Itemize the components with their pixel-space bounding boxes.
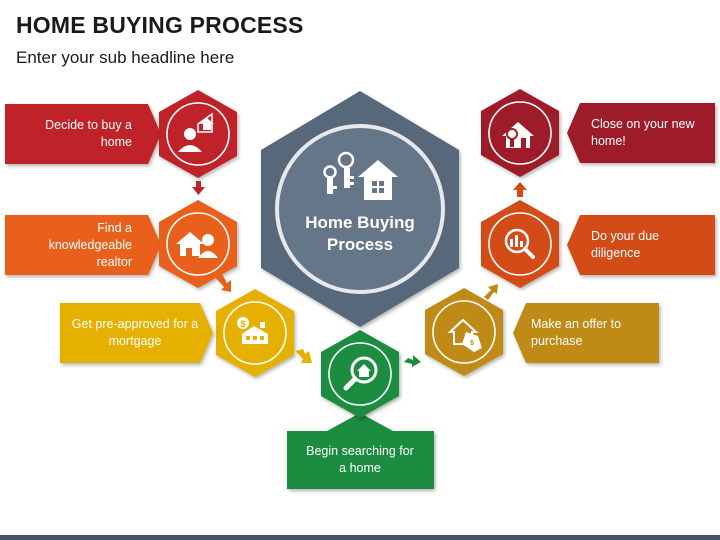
step-2-label: Find a knowledgeable realtor: [48, 220, 132, 269]
step-4-label: Begin searching for a home: [306, 444, 414, 475]
step-1-hexagon: [159, 90, 237, 178]
house-keys-icon: [323, 151, 398, 200]
step-7-box: [567, 103, 715, 163]
arrow-step-4-to-5: [404, 355, 421, 367]
page-subtitle: Enter your sub headline here: [16, 48, 235, 67]
step-1-label: Decide to buy a home: [45, 118, 132, 149]
step-6-label: Do your due diligence: [591, 229, 660, 260]
page-title: HOME BUYING PROCESS: [16, 12, 304, 38]
bottom-bar: [0, 535, 720, 540]
step-5-label: Make an offer to purchase: [531, 317, 622, 348]
search-house-icon: [343, 356, 378, 391]
step-2-box: [5, 215, 161, 275]
step-6-box: [567, 215, 715, 275]
step-3-label: Get pre-approved for a mortgage: [71, 317, 199, 348]
arrow-step-2-to-3: [214, 270, 231, 292]
svg-text:$: $: [470, 340, 474, 347]
step-7-label: Close on your new home!: [591, 117, 695, 148]
arrow-step-6-to-7: [513, 182, 527, 197]
step-5-hexagon: [425, 288, 503, 376]
step-4-box: [287, 413, 434, 489]
hub-label: Home Buying Process: [305, 213, 415, 254]
realtor-house-icon: [176, 232, 218, 258]
step-5-box: [513, 303, 659, 363]
arrow-step-3-to-4: [295, 349, 312, 363]
hub-hexagon: [261, 91, 459, 327]
step-3-box: [60, 303, 213, 363]
house-tag-icon: $: [447, 318, 482, 352]
svg-text:$: $: [240, 319, 245, 329]
money-house-icon: $: [237, 317, 268, 344]
key-house-icon: [502, 122, 534, 148]
person-house-icon: [178, 112, 214, 152]
step-1-box: [5, 104, 161, 164]
arrow-step-1-to-2: [192, 181, 205, 195]
arrow-step-5-to-6: [484, 284, 498, 300]
magnify-chart-icon: [504, 228, 535, 259]
